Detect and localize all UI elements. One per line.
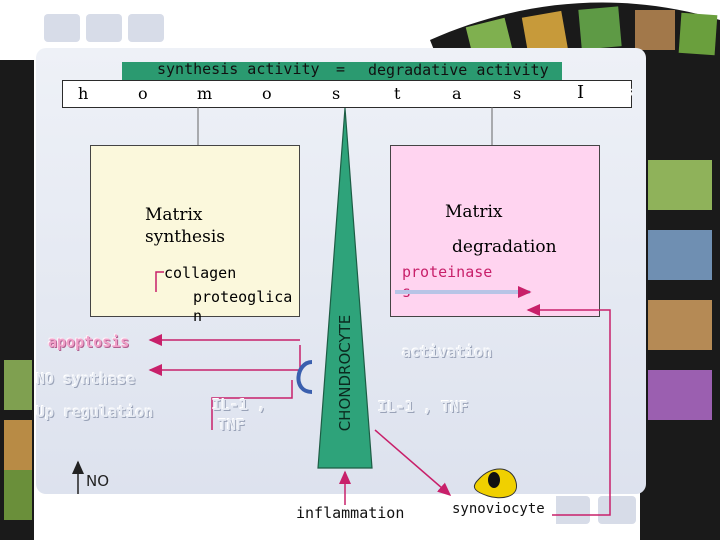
letter-I: I (577, 82, 585, 103)
letter-s-3: s (626, 84, 634, 100)
equals-sign: = (336, 60, 346, 78)
letter-o: o (138, 84, 148, 103)
proteinases-label-1: proteinase (402, 263, 493, 281)
il1-tnf-left-label-1: IL-1 , (212, 396, 267, 414)
chondrocyte-label: CHONDROCYTE (336, 314, 354, 432)
up-regulation-label: Up regulation (36, 403, 154, 421)
il1-tnf-right-label: IL-1 , TNF (378, 398, 469, 416)
no-label: NO (86, 472, 110, 490)
proteinases-label-2: s (402, 283, 412, 301)
synthesis-activity-label: synthesis activity (157, 60, 320, 78)
letter-s: s (332, 84, 341, 103)
il1-tnf-left-label-2: TNF (218, 416, 246, 434)
matrix-degradation-title-1: Matrix (445, 202, 503, 222)
inflammation-label: inflammation (296, 504, 405, 522)
letter-m: m (197, 84, 213, 103)
header-white-strip (62, 80, 632, 108)
proteoglycan-label-2: n (193, 307, 203, 325)
matrix-degradation-title-2: degradation (452, 237, 557, 257)
synoviocyte-label: synoviocyte (452, 501, 545, 517)
proteoglycan-label-1: proteoglica (193, 288, 293, 306)
matrix-degradation-box (390, 145, 600, 317)
letter-h: h (78, 84, 89, 103)
apoptosis-label: apoptosis (48, 333, 130, 351)
letter-a: a (452, 84, 462, 103)
degradative-activity-label: degradative activity (368, 61, 549, 79)
matrix-synthesis-title: Matrix synthesis (145, 205, 226, 247)
letter-o-2: o (262, 84, 272, 103)
activation-label: activation (402, 343, 493, 361)
collagen-label: collagen (164, 264, 237, 282)
no-synthase-label: NO synthase (36, 370, 136, 388)
letter-t: t (394, 84, 401, 103)
matrix-synthesis-box (90, 145, 300, 317)
header-bar (122, 62, 562, 80)
letter-s-2: s (513, 84, 522, 103)
